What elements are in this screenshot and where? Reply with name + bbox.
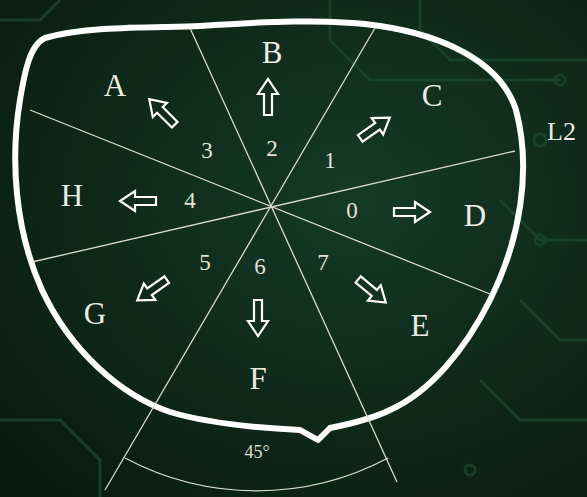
direction-letter: F: [249, 363, 266, 394]
sector-number: 7: [317, 251, 329, 274]
direction-letter: C: [422, 80, 443, 111]
sector-number: 6: [254, 255, 266, 278]
direction-letter: D: [464, 200, 486, 231]
line-label: L2: [547, 119, 576, 145]
sector-number: 1: [324, 149, 336, 172]
sector-number: 3: [201, 139, 213, 162]
direction-letter: H: [61, 180, 83, 211]
sector-number: 5: [199, 251, 211, 274]
direction-letter: E: [411, 310, 430, 341]
direction-letter: A: [104, 70, 126, 101]
sector-number: 0: [346, 199, 358, 222]
angle-label: 45°: [244, 443, 269, 461]
sector-number: 2: [266, 137, 278, 160]
direction-letter: B: [262, 37, 283, 68]
direction-letter: G: [84, 298, 106, 329]
sector-number: 4: [184, 189, 196, 212]
